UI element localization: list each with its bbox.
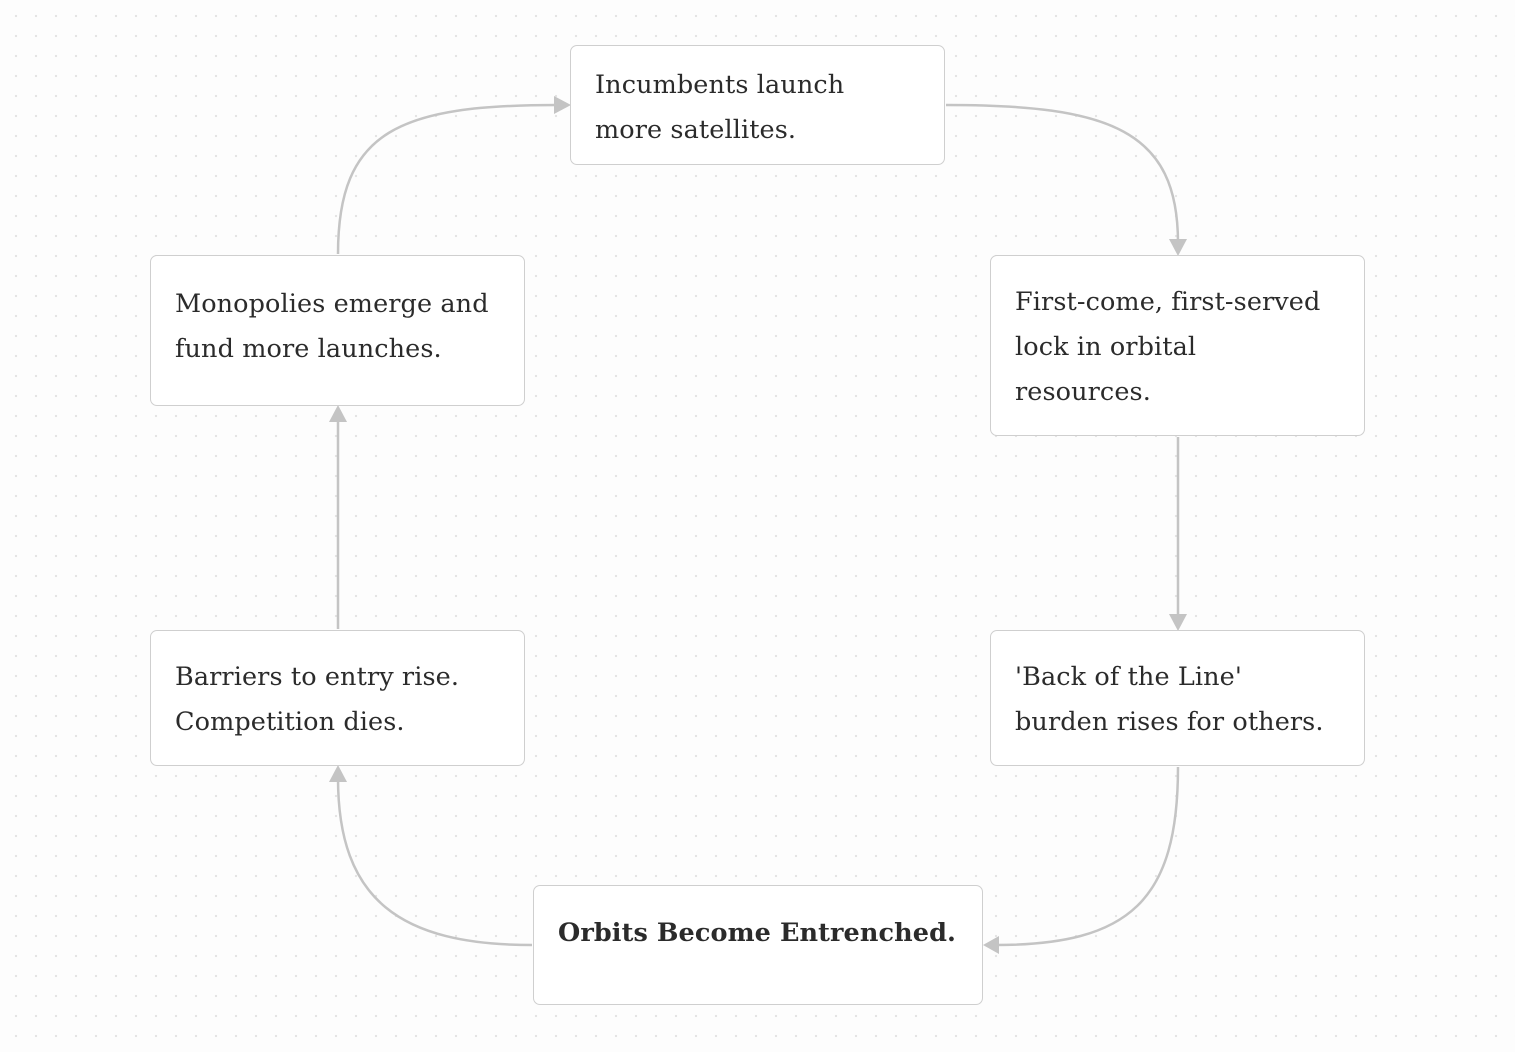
- arrowhead-icon: [329, 765, 347, 782]
- connector-n2-n3: [1169, 437, 1187, 631]
- node-monopolies-emerge: Monopolies emerge and fund more launches…: [150, 255, 525, 406]
- node-text-line: Incumbents launch: [595, 70, 845, 100]
- node-text-line: Monopolies emerge and: [175, 289, 489, 319]
- node-barriers-to-entry: Barriers to entry rise. Competition dies…: [150, 630, 525, 766]
- connector-line: [336, 103, 558, 255]
- connector-n5-n6: [329, 405, 347, 629]
- node-text-line: more satellites.: [595, 115, 797, 145]
- node-text-line: 'Back of the Line': [1015, 662, 1242, 692]
- connector-n6-n1: [336, 96, 571, 255]
- arrowhead-icon: [1169, 614, 1187, 631]
- arrowhead-icon: [554, 96, 571, 114]
- node-text-line: Competition dies.: [175, 707, 405, 737]
- node-incumbents-launch: Incumbents launch more satellites.: [570, 45, 945, 165]
- node-text-line: lock in orbital: [1015, 332, 1197, 362]
- connector-line: [336, 777, 533, 947]
- node-text-line: resources.: [1015, 377, 1151, 407]
- node-text-line: Orbits Become Entrenched.: [558, 918, 957, 948]
- node-text-line: burden rises for others.: [1015, 707, 1324, 737]
- node-text-line: First-come, first-served: [1015, 287, 1321, 317]
- node-first-come-first-served: First-come, first-served lock in orbital…: [990, 255, 1365, 436]
- node-text-line: Barriers to entry rise.: [175, 662, 460, 692]
- connector-n4-n5: [329, 765, 533, 947]
- connector-line: [995, 766, 1180, 947]
- connector-line: [945, 103, 1180, 244]
- node-back-of-the-line: 'Back of the Line' burden rises for othe…: [990, 630, 1365, 766]
- arrowhead-icon: [1169, 239, 1187, 256]
- node-orbits-entrenched: Orbits Become Entrenched.: [533, 885, 983, 1005]
- connector-n1-n2: [945, 103, 1187, 256]
- connector-n3-n4: [983, 766, 1180, 954]
- arrowhead-icon: [983, 936, 999, 954]
- node-text-line: fund more launches.: [175, 334, 442, 364]
- arrowhead-icon: [329, 405, 347, 422]
